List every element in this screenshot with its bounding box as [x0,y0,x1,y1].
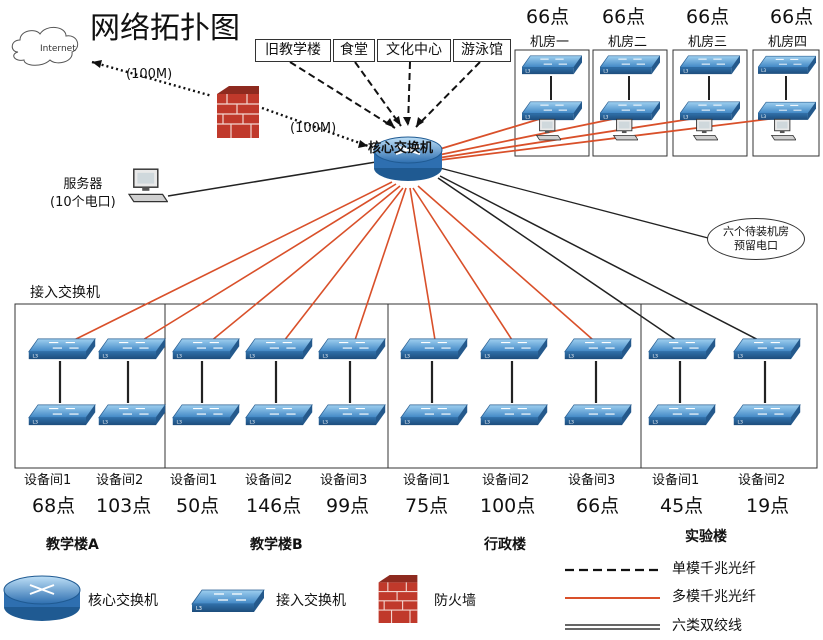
device-room-label: 设备间2 [482,473,530,488]
machine-room-3-count: 66点 [686,6,730,28]
machine-room-equipment [522,55,816,141]
server-link [167,161,377,197]
access-switch-title: 接入交换机 [30,285,100,301]
machine-room-1-name: 机房一 [530,35,570,50]
legend-firewall-label: 防火墙 [434,593,476,609]
stack-links [58,361,767,403]
machine-room-boxes [514,49,820,157]
group-label-teaching-a: 教学楼A [46,537,99,553]
device-room-label: 设备间3 [568,473,616,488]
legend-cat6-label: 六类双绞线 [672,618,742,634]
device-room-count: 66点 [576,495,620,517]
twisted-pair-links-lab [437,175,771,347]
machine-room-4-name: 机房四 [768,35,808,50]
wan-arrowheads [92,60,368,148]
device-room-label: 设备间1 [170,473,218,488]
building-pool: 游泳馆 [453,39,511,62]
machine-room-2-count: 66点 [602,6,646,28]
device-room-label: 设备间2 [96,473,144,488]
machine-room-1-count: 66点 [526,6,570,28]
device-room-label: 设备间2 [738,473,786,488]
machine-room-2-name: 机房二 [608,35,648,50]
legend-core-switch-icon [3,575,81,621]
device-room-count: 146点 [246,495,302,517]
legend-twisted-pair-line [565,624,660,630]
machine-room-4-count: 66点 [770,6,814,28]
device-room-count: 99点 [326,495,370,517]
single-mode-arrowheads [385,116,424,128]
device-room-label: 设备间2 [245,473,293,488]
device-room-count: 50点 [176,495,220,517]
device-room-count: 19点 [746,495,790,517]
building-old-teaching: 旧教学楼 [255,39,331,62]
server-label: 服务器 (10个电口) [50,177,116,210]
single-mode-fiber-links [289,61,481,129]
building-canteen: 食堂 [333,39,375,62]
bandwidth-label-firewall: (100M) [290,121,337,136]
diagram-title: 网络拓扑图 [90,11,240,46]
core-switch-icon [373,136,443,181]
device-room-count: 45点 [660,495,704,517]
internet-label: Internet [40,44,76,54]
device-room-label: 设备间1 [403,473,451,488]
device-room-count: 75点 [405,495,449,517]
legend-access-switch-icon [191,589,265,613]
bandwidth-label-internet: (100M) [126,67,173,82]
core-switch-label: 核心交换机 [368,141,434,156]
legend-core-switch-label: 核心交换机 [88,593,158,609]
group-label-teaching-b: 教学楼B [250,537,303,553]
legend-single-mode-label: 单模千兆光纤 [672,561,756,577]
device-room-count: 68点 [32,495,76,517]
device-room-label: 设备间1 [652,473,700,488]
access-switches [28,338,801,426]
device-room-label: 设备间1 [24,473,72,488]
building-culture-center: 文化中心 [377,39,451,62]
device-room-label: 设备间3 [320,473,368,488]
wan-links [91,60,369,148]
machine-room-3-name: 机房三 [688,35,728,50]
legend-access-switch-label: 接入交换机 [276,593,346,609]
server-icon [128,168,168,203]
legend-multi-mode-label: 多模千兆光纤 [672,589,756,605]
device-room-count: 103点 [96,495,152,517]
firewall-icon [217,86,259,138]
multi-mode-links-machine-rooms [429,117,778,161]
reserve-link [439,167,709,239]
internet-cloud-icon [11,27,79,66]
group-label-lab: 实验楼 [685,529,727,545]
legend-firewall-icon [378,575,418,623]
reserve-note: 六个待装机房 预留电口 [707,218,805,260]
multi-mode-links-access [61,181,601,347]
group-label-admin: 行政楼 [484,537,526,553]
device-room-count: 100点 [480,495,536,517]
access-group-boxes [14,303,818,469]
